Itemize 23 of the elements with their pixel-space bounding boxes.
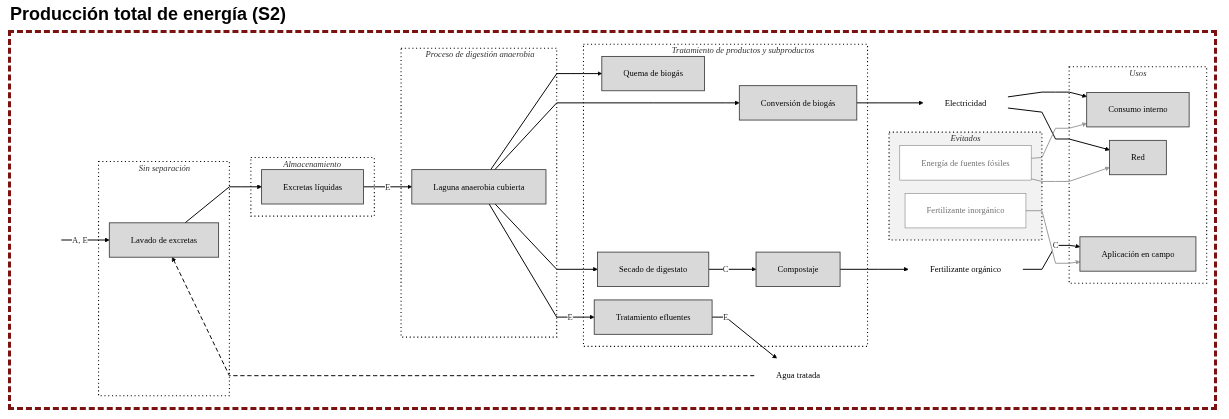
node-box: Aplicación en campo [1079,236,1197,272]
node-text: Fertilizante orgánico [929,264,1002,274]
node-box: Red [1109,139,1167,176]
node-box: Consumo interno [1086,92,1190,128]
node-box: Lavado de excretas [108,222,220,258]
edge-label: E [567,312,573,322]
node-box: Compostaje [755,251,841,287]
node-box: Quema de biogás [601,56,705,92]
node-box: Excretas líquidas [261,169,364,205]
node-box: Conversión de biogás [738,85,858,121]
node-text: Agua tratada [775,370,821,380]
edge-label: C [1052,240,1059,250]
node-box: Laguna anaerobia cubierta [411,169,547,205]
node-box: Fertilizante inorgánico [904,193,1027,229]
edge-label: E [723,312,729,322]
node-box: Energía de fuentes fósiles [899,145,1032,181]
edge-label: C [722,264,729,274]
node-box: Tratamiento efluentes [593,299,713,335]
edge-label: E [385,181,391,192]
diagram-title: Producción total de energía (S2) [10,4,287,25]
node-box: Secado de digestato [597,251,710,287]
node-text: Electricidad [944,98,987,108]
edge-label: A, E [72,235,88,245]
